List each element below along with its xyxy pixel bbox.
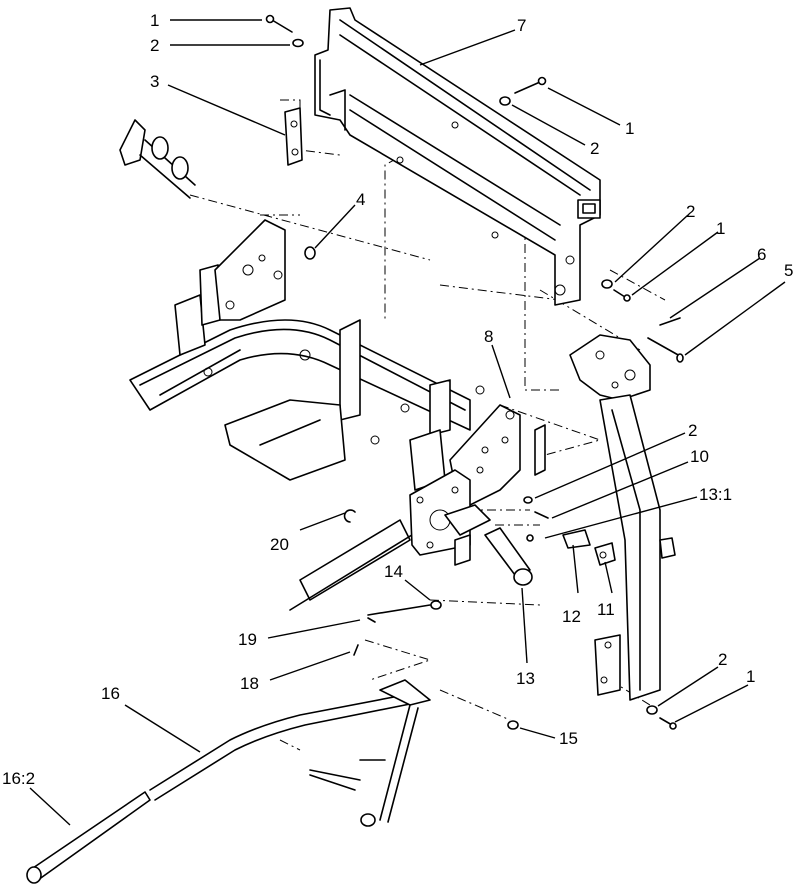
callout-2: 2 bbox=[686, 202, 695, 221]
callout-20: 20 bbox=[270, 535, 289, 554]
callout-1: 1 bbox=[716, 219, 725, 238]
main-chassis bbox=[129, 219, 546, 611]
callout-19: 19 bbox=[238, 630, 257, 649]
callout-1: 1 bbox=[625, 119, 634, 138]
callout-7: 7 bbox=[517, 16, 526, 35]
callout-16: 16 bbox=[101, 684, 120, 703]
nut-part-15 bbox=[507, 720, 519, 730]
callout-4: 4 bbox=[356, 190, 365, 209]
callout-2: 2 bbox=[590, 139, 599, 158]
callout-10: 10 bbox=[690, 447, 709, 466]
callout-16-2: 16:2 bbox=[2, 769, 35, 788]
leader-lines bbox=[29, 19, 786, 826]
callout-labels: 1 2 3 7 1 2 4 2 1 6 5 8 2 10 13:1 20 14 … bbox=[2, 11, 793, 788]
plate-part-3 bbox=[284, 107, 303, 166]
upper-frame-part-7 bbox=[314, 7, 601, 306]
callout-2: 2 bbox=[688, 421, 697, 440]
handle-part-16 bbox=[26, 679, 431, 884]
callout-11: 11 bbox=[597, 600, 615, 619]
callout-18: 18 bbox=[240, 674, 259, 693]
callout-12: 12 bbox=[562, 607, 581, 626]
pin-parts-5-6 bbox=[647, 317, 684, 363]
callout-1: 1 bbox=[746, 667, 755, 686]
callout-3: 3 bbox=[150, 72, 159, 91]
nut-part-4 bbox=[304, 246, 316, 260]
callout-13-1: 13:1 bbox=[699, 485, 732, 504]
callout-15: 15 bbox=[559, 729, 578, 748]
pivot-shaft bbox=[119, 119, 196, 199]
bolt-washer-top-right bbox=[499, 76, 547, 106]
callout-8: 8 bbox=[484, 327, 493, 346]
callout-14: 14 bbox=[384, 562, 403, 581]
hardware-parts-10-2 bbox=[523, 496, 549, 542]
bolt-washer-top-left bbox=[265, 14, 304, 48]
callout-2: 2 bbox=[150, 36, 159, 55]
bolt-washer-bottom-right bbox=[646, 705, 677, 730]
shaft-part-13 bbox=[484, 527, 533, 586]
callout-5: 5 bbox=[784, 261, 793, 280]
callout-6: 6 bbox=[757, 245, 766, 264]
bracket-part-8 bbox=[409, 404, 521, 566]
callout-13: 13 bbox=[516, 669, 535, 688]
link-rod-part-14 bbox=[353, 600, 442, 656]
parts-12-11 bbox=[562, 529, 616, 566]
right-arm-assembly bbox=[569, 334, 676, 701]
clip-part-20 bbox=[343, 509, 356, 523]
callout-2: 2 bbox=[718, 650, 727, 669]
callout-1: 1 bbox=[150, 11, 159, 30]
bolt-washer-right-middle bbox=[601, 279, 631, 302]
